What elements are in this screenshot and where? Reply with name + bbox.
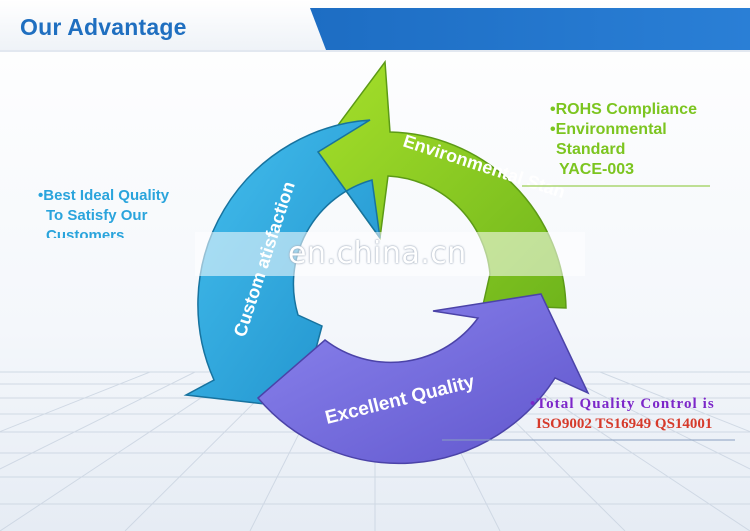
- note-quality: •Total Quality Control is ISO9002 TS1694…: [530, 394, 715, 434]
- note-customer-line-2: To Satisfy Our: [38, 206, 169, 226]
- note-quality-line-2: ISO9002 TS16949 QS14001: [530, 414, 715, 434]
- note-customer-line-1: •Best Ideal Quality: [38, 186, 169, 206]
- note-environmental-line-3: Standard: [550, 140, 697, 160]
- note-quality-line-1: •Total Quality Control is: [530, 394, 715, 414]
- note-customer-line-3: Customers: [38, 226, 169, 238]
- note-environmental-line-1: •ROHS Compliance: [550, 100, 697, 120]
- page-title: Our Advantage: [20, 14, 187, 41]
- note-customer: •Best Ideal Quality To Satisfy Our Custo…: [38, 186, 169, 238]
- note-environmental: •ROHS Compliance •Environmental Standard…: [550, 100, 697, 180]
- note-environmental-line-4: YACE-003: [550, 160, 697, 180]
- note-environmental-line-2: •Environmental: [550, 120, 697, 140]
- watermark-text: en.china.cn: [288, 236, 467, 271]
- header: Our Advantage: [0, 0, 750, 60]
